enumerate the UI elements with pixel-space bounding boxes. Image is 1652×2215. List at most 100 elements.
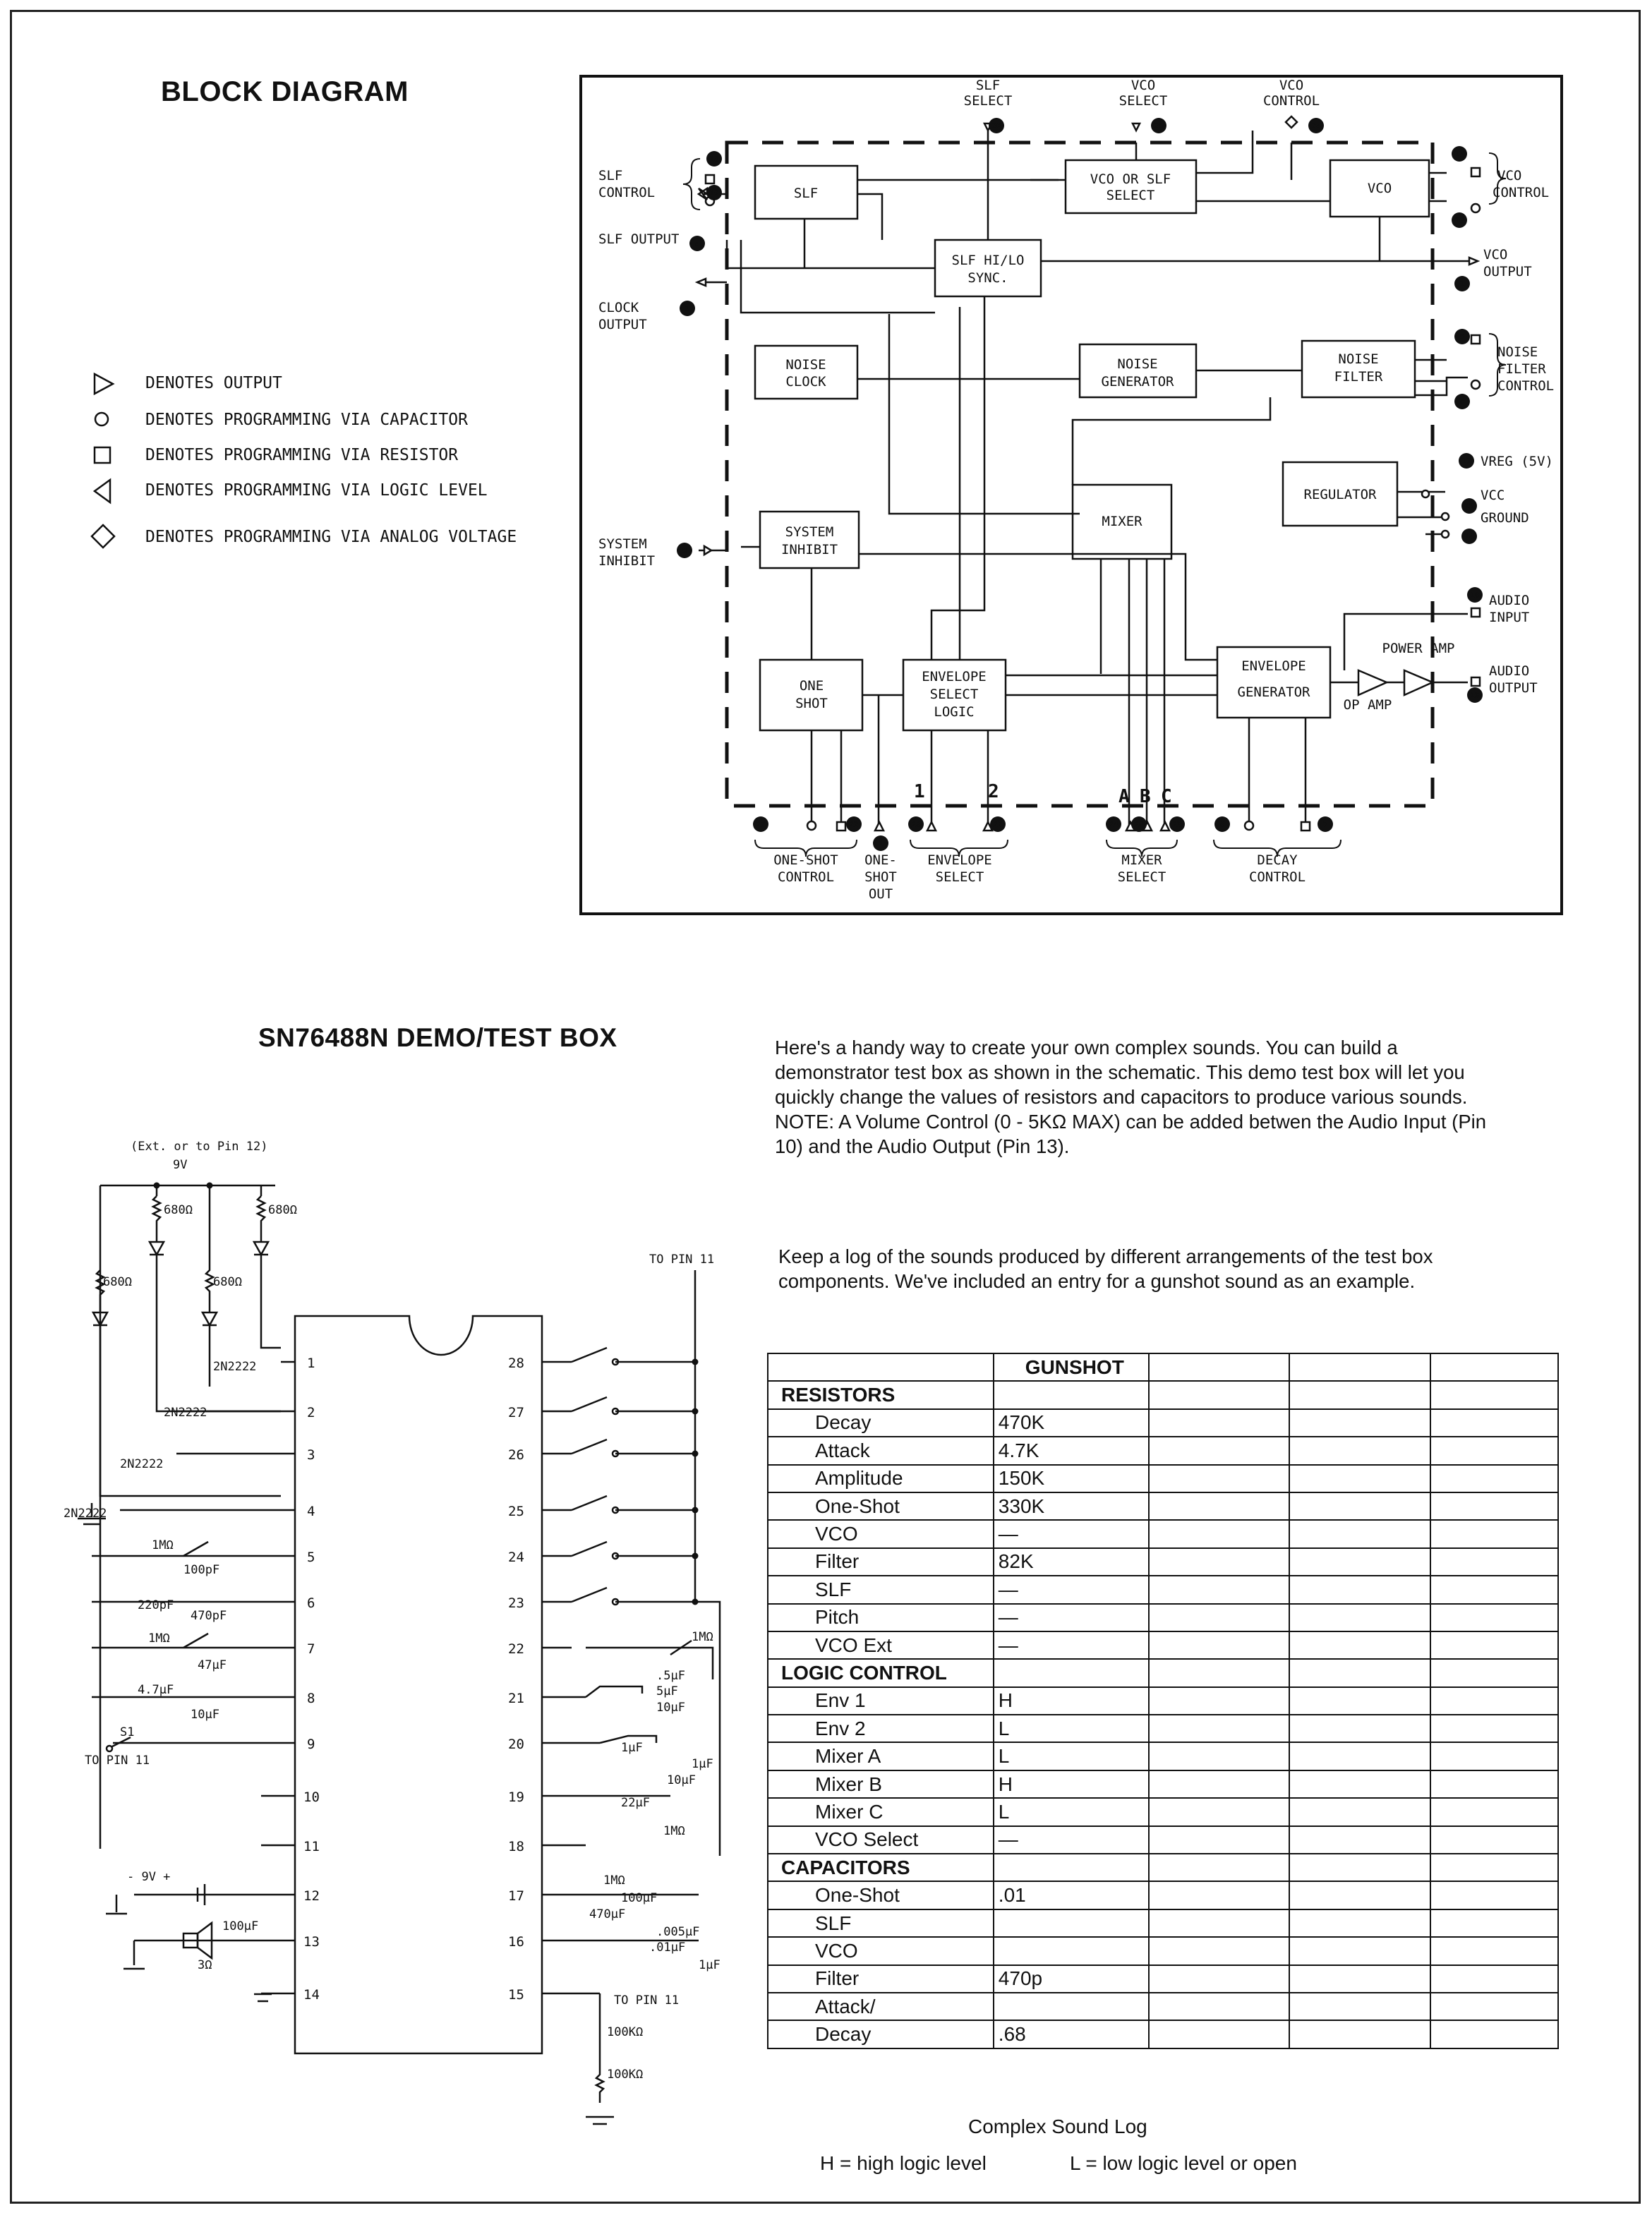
row-label: VCO (767, 1936, 994, 1966)
empty-log-cell (1289, 1769, 1431, 1799)
row-label: Decay (767, 2020, 994, 2049)
empty-log-cell (1147, 1881, 1291, 1910)
empty-log-cell (1429, 1881, 1559, 1910)
triangle-logic-icon (92, 478, 111, 505)
noise-filter-control-label: NOISE (1497, 344, 1538, 360)
capacitor-label: 100pF (183, 1563, 219, 1577)
pin-number: 8 (1220, 820, 1225, 829)
empty-log-cell (1289, 1658, 1431, 1688)
row-label: Pitch (767, 1603, 994, 1632)
gunshot-value-cell (992, 1908, 1150, 1938)
capacitor-label: 10μF (667, 1773, 696, 1787)
capacitor-label: 10μF (656, 1701, 685, 1715)
empty-log-cell (1429, 1908, 1559, 1938)
decay-control-label: CONTROL (1249, 869, 1306, 885)
empty-log-cell (1147, 1742, 1291, 1771)
capacitor-label: 47μF (198, 1658, 227, 1672)
slf-sync-block: SLF HI/LO (952, 253, 1025, 268)
ic-pin-number: 2 (307, 1405, 315, 1420)
ic-pin-number: 21 (508, 1691, 524, 1706)
envelope-select-logic-block: ENVELOPE (922, 669, 987, 684)
system-inhibit-block: SYSTEM (785, 524, 834, 540)
gunshot-value-cell: — (992, 1630, 1150, 1660)
mixer-select-label: SELECT (1118, 869, 1166, 885)
empty-log-cell (1429, 1603, 1559, 1632)
row-label: Filter (767, 1964, 994, 1993)
envelope-1-label: 1 (914, 781, 925, 802)
legend-item-resistor: DENOTES PROGRAMMING VIA RESISTOR (89, 442, 597, 470)
switch-label: S1 (120, 1725, 134, 1739)
gunshot-value-cell: — (992, 1519, 1150, 1549)
empty-log-cell (1147, 1463, 1291, 1493)
header-cell (1429, 1352, 1559, 1382)
table-row: VCO (767, 1936, 1559, 1966)
capacitor-label: 220pF (138, 1598, 174, 1612)
empty-log-cell (1147, 1825, 1291, 1855)
one-shot-block: SHOT (795, 696, 828, 711)
empty-log-cell (1147, 1408, 1291, 1438)
ic-pin-number: 13 (303, 1934, 320, 1950)
gunshot-value-cell: 150K (992, 1463, 1150, 1493)
empty-log-cell (1289, 1491, 1431, 1521)
triangle-output-icon (93, 372, 115, 396)
empty-log-cell (1429, 1991, 1559, 2022)
potentiometer-label: 1MΩ (148, 1631, 170, 1646)
empty-log-cell (1429, 1380, 1559, 1410)
ic-pin-number: 28 (508, 1356, 524, 1371)
transistor-label: 2N2222 (120, 1457, 163, 1471)
legend-item-capacitor: DENOTES PROGRAMMING VIA CAPACITOR (89, 406, 597, 435)
empty-log-cell (1429, 1658, 1559, 1688)
empty-log-cell (1147, 1686, 1291, 1716)
resistor-label: 680Ω (103, 1275, 132, 1289)
square-resistor-icon (93, 446, 111, 464)
empty-log-cell (1289, 1408, 1431, 1438)
ic-pin-number: 23 (508, 1595, 524, 1611)
slf-control-label: SLF (598, 168, 622, 183)
empty-log-cell (1289, 1964, 1431, 1993)
gunshot-value-cell (992, 1658, 1150, 1688)
mixer-b-label: B (1140, 786, 1151, 807)
row-label: SLF (767, 1575, 994, 1605)
ic-pin-number: 6 (307, 1595, 315, 1611)
vco-control-right-label: VCO (1497, 168, 1521, 183)
low-logic-key: L = low logic level or open (1070, 2152, 1297, 2174)
ic-pin-number: 20 (508, 1737, 524, 1752)
to-pin-11-label: TO PIN 11 (614, 1993, 679, 2008)
gunshot-value-cell: — (992, 1575, 1150, 1605)
vco-slf-select-block: VCO OR SLF (1090, 171, 1171, 187)
ground-label: GROUND (1481, 510, 1529, 526)
empty-log-cell (1147, 1964, 1291, 1993)
empty-log-cell (1289, 1881, 1431, 1910)
system-inhibit-label: INHIBIT (598, 553, 655, 569)
table-row: CAPACITORS (767, 1853, 1559, 1883)
noise-filter-block: FILTER (1334, 369, 1383, 385)
resistor-label: 680Ω (213, 1275, 242, 1289)
pin-number: 11 (1461, 457, 1471, 466)
ic-pin-number: 24 (508, 1550, 524, 1565)
empty-log-cell (1429, 1825, 1559, 1855)
empty-log-cell (1147, 1936, 1291, 1966)
pin-number: 3 (685, 304, 690, 313)
envelope-generator-block: ENVELOPE (1241, 658, 1306, 674)
potentiometer-label: 1MΩ (692, 1630, 713, 1644)
one-shot-block: ONE (800, 678, 824, 694)
resistor-label: 680Ω (164, 1203, 193, 1217)
vco-control-label: CONTROL (1263, 93, 1320, 109)
empty-log-cell (1289, 1603, 1431, 1632)
pin-number: 12 (1464, 502, 1473, 511)
legend-text: DENOTES PROGRAMMING VIA RESISTOR (145, 446, 459, 464)
ic-pin-number: 15 (508, 1987, 524, 2003)
demo-box-schematic: 1 2 3 4 5 6 7 8 9 10 11 12 13 14 28 27 2… (64, 1140, 721, 2125)
row-label: Mixer B (767, 1769, 994, 1799)
empty-log-cell (1147, 1547, 1291, 1577)
slf-control-label: CONTROL (598, 185, 655, 200)
envelope-generator-block: GENERATOR (1238, 684, 1311, 700)
header-cell (767, 1352, 994, 1382)
capacitor-label: 100μF (621, 1891, 657, 1905)
header-cell (1289, 1352, 1431, 1382)
pin-number: 1 (879, 839, 884, 848)
slf-sync-block: SYNC. (967, 270, 1008, 286)
